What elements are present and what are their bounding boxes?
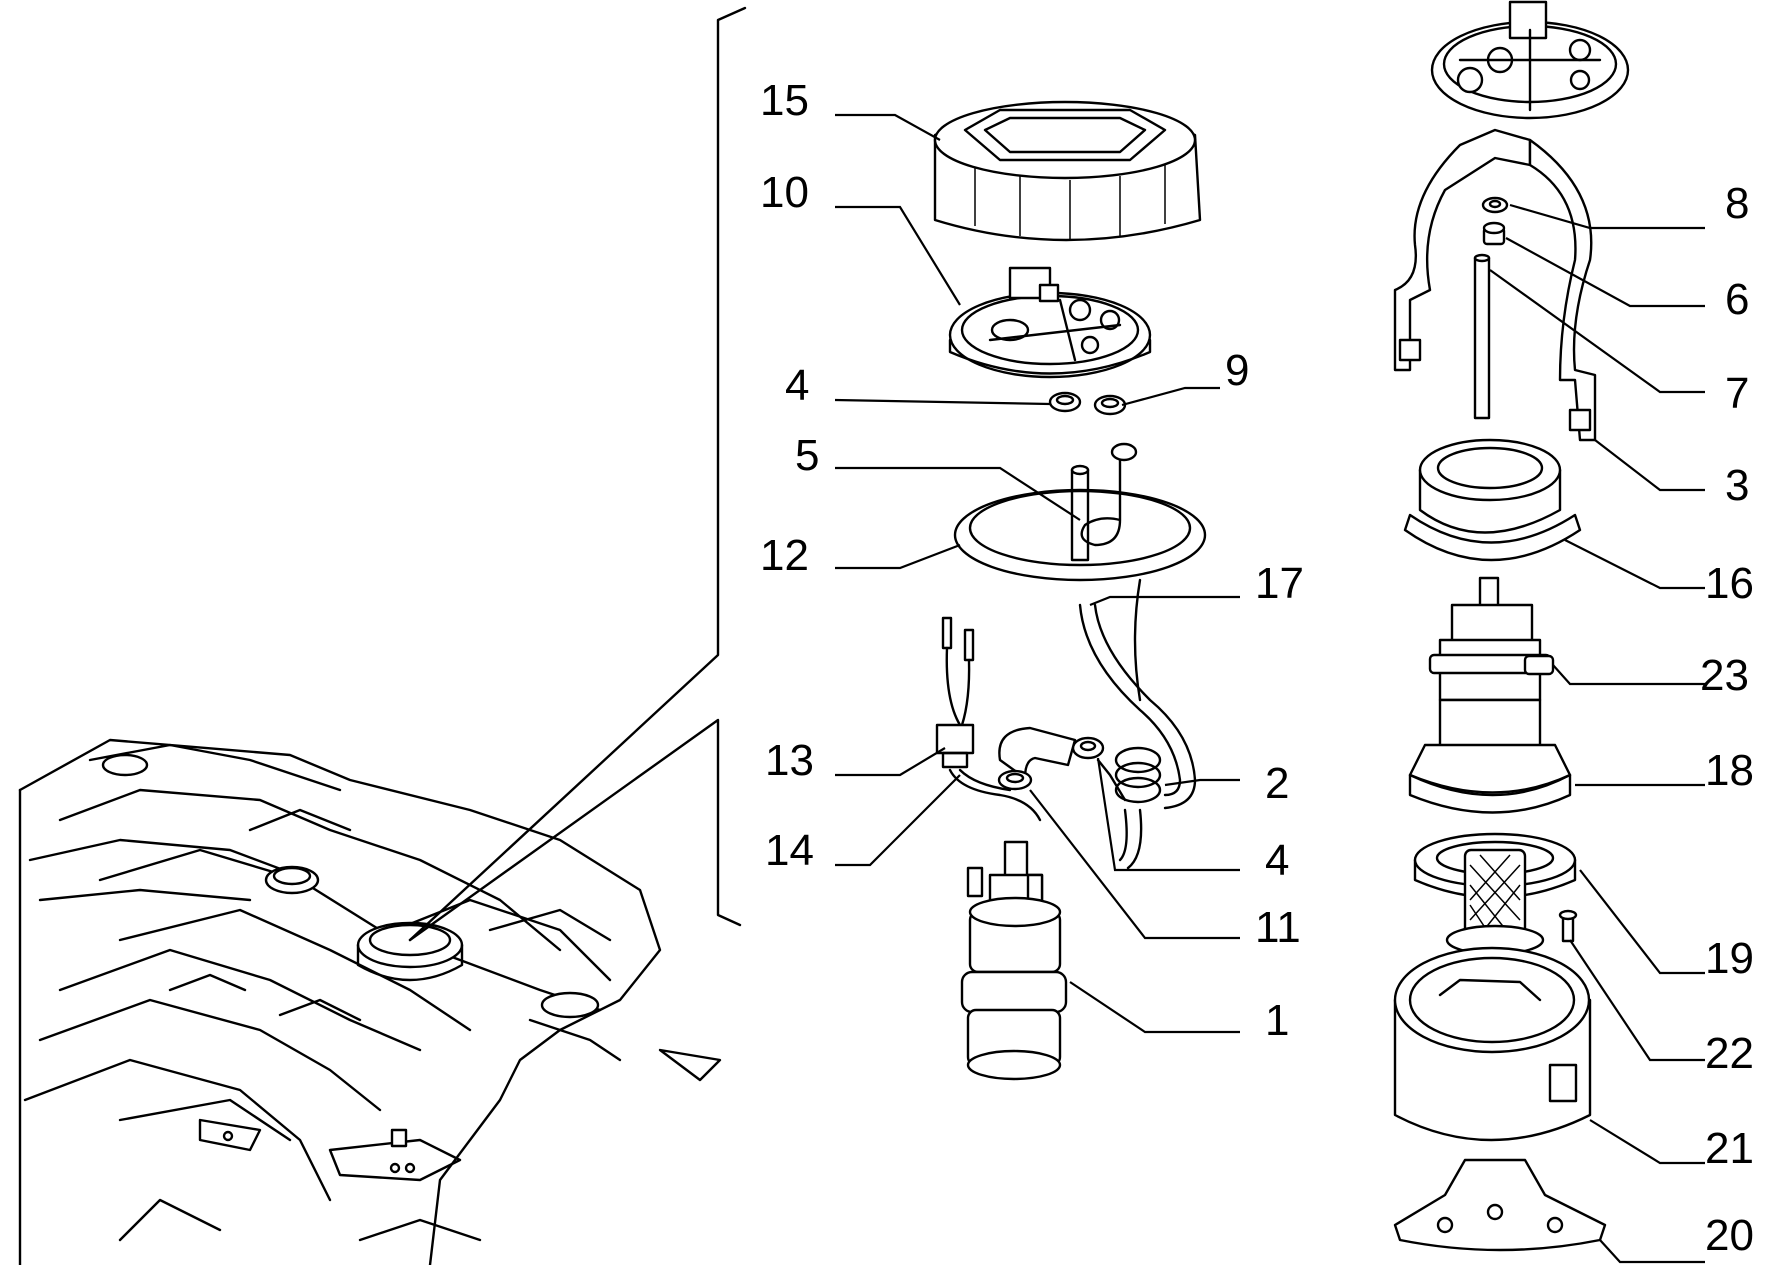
canister-part-21 <box>1393 946 1592 1142</box>
callout-16: 16 <box>1705 559 1754 608</box>
hose-clamp-part-4-lower <box>1071 736 1127 802</box>
callout-22: 22 <box>1705 1029 1754 1078</box>
callout-23: 23 <box>1700 651 1749 700</box>
flange-cover-part-10 <box>948 266 1152 379</box>
callout-10: 10 <box>760 168 809 217</box>
callout-7: 7 <box>1725 369 1749 418</box>
callout-4-upper: 4 <box>785 361 809 410</box>
callout-20: 20 <box>1705 1211 1754 1260</box>
base-plate-part-20 <box>1393 1158 1607 1252</box>
leader-lines <box>834 113 1705 1264</box>
callout-1: 1 <box>1265 996 1289 1045</box>
fuel-tank-overview <box>18 738 722 1265</box>
callout-14: 14 <box>765 826 814 875</box>
ring-nut-part-15 <box>933 100 1202 242</box>
return-hose-parts-17-2 <box>1078 578 1197 870</box>
tube-part-5 <box>1070 442 1138 562</box>
callout-13: 13 <box>765 736 814 785</box>
bracket-part-3 <box>1393 128 1597 442</box>
callout-4-lower: 4 <box>1265 836 1289 885</box>
detail-pointer-lines <box>408 6 747 942</box>
seal-ring-part-12 <box>953 488 1207 582</box>
callout-17: 17 <box>1255 559 1304 608</box>
pump-assembly-parts-23-18 <box>1408 576 1572 814</box>
callout-2: 2 <box>1265 759 1289 808</box>
callout-11: 11 <box>1255 903 1301 952</box>
nut-washer-rod-parts-8-6-7 <box>1473 196 1509 420</box>
fuel-pump-part-1 <box>960 840 1068 1081</box>
callout-21: 21 <box>1705 1124 1754 1173</box>
filter-part-19 <box>1413 832 1577 956</box>
callout-9: 9 <box>1225 346 1249 395</box>
screw-part-22 <box>1558 909 1578 943</box>
callout-3: 3 <box>1725 461 1749 510</box>
callout-19: 19 <box>1705 934 1754 983</box>
pump-flange-top <box>1430 0 1630 120</box>
callout-8: 8 <box>1725 179 1749 228</box>
wiring-connector-parts-13-14 <box>935 616 1042 822</box>
callout-15: 15 <box>760 76 809 125</box>
pump-hose-elbow <box>998 726 1077 780</box>
hose-clamps-parts-4-9 <box>1048 391 1127 416</box>
callout-18: 18 <box>1705 746 1754 795</box>
grommet-part-11 <box>997 769 1033 791</box>
housing-ring-part-16 <box>1403 438 1582 562</box>
callout-6: 6 <box>1725 275 1749 324</box>
callout-12: 12 <box>760 531 809 580</box>
callout-5: 5 <box>795 431 819 480</box>
callout-labels: 15 10 4 9 5 12 17 13 14 2 4 11 1 8 6 7 3… <box>760 76 1754 1260</box>
